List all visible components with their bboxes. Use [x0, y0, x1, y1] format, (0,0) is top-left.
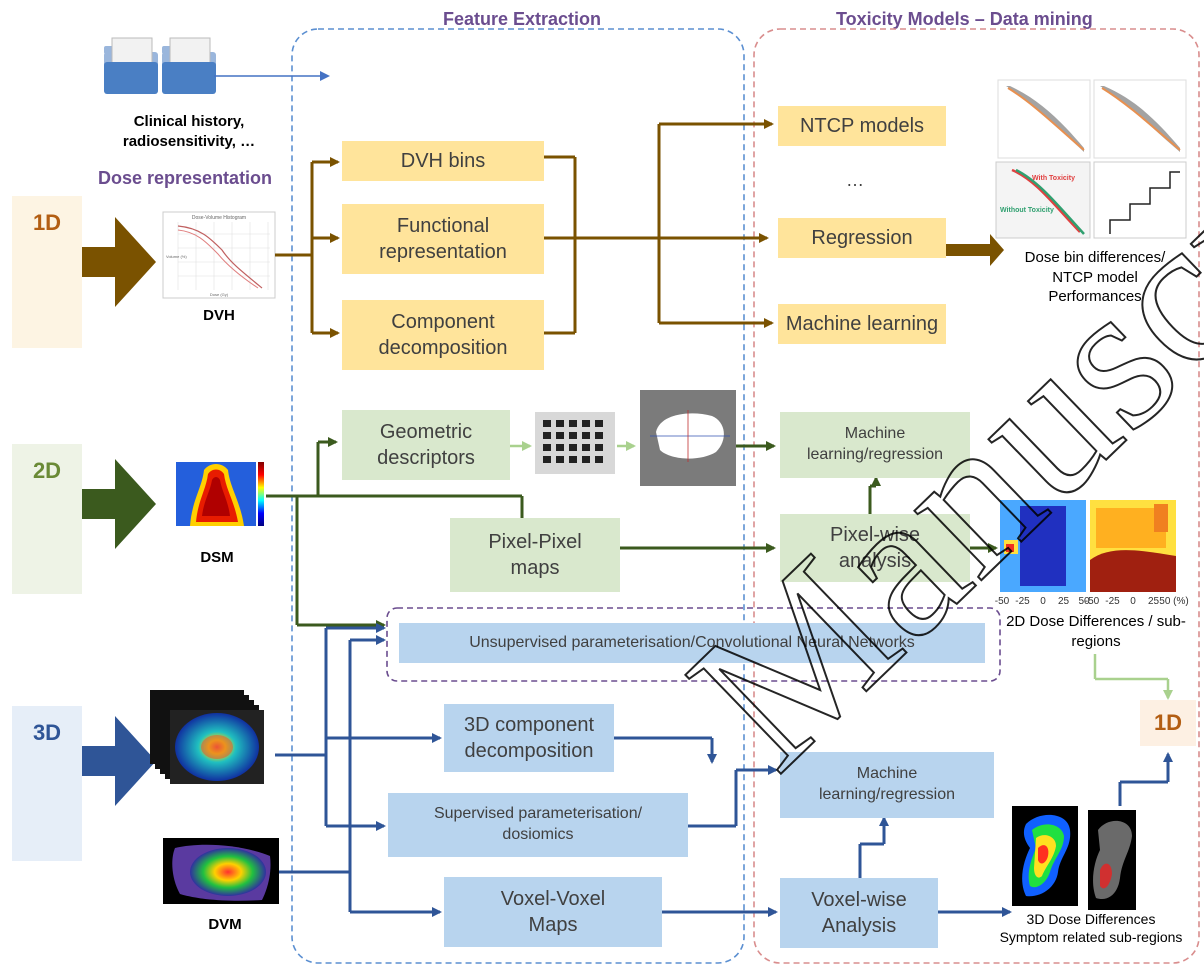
- geometric-grid-thumbnail: [535, 412, 615, 474]
- connectors-2d-light: [510, 441, 1173, 700]
- map-axis-left-tick-label: 0: [1040, 596, 1046, 607]
- ntcp-models-box: NTCP models: [778, 106, 946, 146]
- geometric-descriptors-box: Geometric descriptors: [342, 410, 510, 480]
- dose-bin-caption: Dose bin differences/ NTCP model Perform…: [1024, 249, 1166, 305]
- band-3d-label: 3D: [32, 720, 62, 745]
- clinical-caption-line2: radiosensitivity, …: [122, 132, 256, 150]
- clinical-caption: Clinical history, radiosensitivity, …: [108, 112, 270, 151]
- arrow-2d-icon: [82, 459, 156, 549]
- map-axis-right-tick-label: 25: [1148, 596, 1160, 607]
- connectors-2d: [266, 437, 998, 630]
- dvh-chart-ylabel: Volume (%): [166, 254, 187, 259]
- component-3d-box: 3D component decomposition: [444, 704, 614, 772]
- ntcp-toxicity-thumbnail: [995, 161, 1187, 239]
- regression-output-arrow-icon: [946, 234, 1004, 266]
- regression-box: Regression: [778, 218, 946, 258]
- band-3d: 3D: [12, 706, 82, 861]
- clinical-caption-line1: Clinical history,: [133, 113, 245, 130]
- dose-3d-caption-line1: 3D Dose Differences: [1026, 911, 1156, 927]
- pixel-pixel-maps-box: Pixel-Pixel maps: [450, 518, 620, 592]
- map-axis-left-tick-label: -50: [995, 596, 1010, 607]
- dose-3d-caption: 3D Dose Differences Symptom related sub-…: [986, 910, 1196, 946]
- ntcp-curves-thumbnail: [997, 79, 1187, 159]
- dose-2d-caption: 2D Dose Differences / sub-regions: [1006, 613, 1186, 650]
- folder-icon: [104, 37, 158, 94]
- dvh-label: DVH: [203, 307, 235, 324]
- folder-icon: [162, 37, 216, 94]
- machine-learning-box: Machine learning: [778, 304, 946, 344]
- map-axis-left-tick-label: -25: [1015, 596, 1030, 607]
- ml-regression-3d-box: Machine learning/regression: [780, 752, 994, 818]
- dsm-label: DSM: [200, 549, 234, 566]
- map-axis-right-tick-label: 0: [1130, 596, 1136, 607]
- dvh-chart-xlabel: Dose (Gy): [210, 292, 229, 297]
- pixel-wise-analysis-box: Pixel-wise analysis: [780, 514, 970, 582]
- ct-stack-thumbnail: [150, 690, 264, 784]
- dvm-thumbnail: [163, 838, 279, 904]
- arrow-3d-icon: [82, 716, 156, 806]
- unsupervised-box: Unsupervised parameterisation/Convolutio…: [399, 623, 985, 663]
- ellipsis-label: …: [846, 170, 864, 190]
- dose-representation-title: Dose representation: [98, 168, 273, 188]
- voxel-wise-analysis-box: Voxel-wise Analysis: [780, 878, 938, 948]
- dvh-chart-title: Dose-Volume Histogram: [192, 215, 246, 221]
- connectors-1d: [275, 119, 774, 338]
- map-axis-left-tick-label: 25: [1058, 596, 1070, 607]
- toxicity-models-title: Toxicity Models – Data mining: [836, 9, 1093, 29]
- dvm-label: DVM: [208, 916, 242, 933]
- band-2d: 2D: [12, 444, 82, 594]
- connectors-3d: [275, 623, 1173, 917]
- map-axis-right-tick-label: -25: [1105, 596, 1120, 607]
- supervised-dosiomics-box: Supervised parameterisation/ dosiomics: [388, 793, 688, 857]
- band-2d-label: 2D: [32, 458, 62, 483]
- toxicity-models-container: [753, 28, 1200, 964]
- ml-regression-2d-box: Machine learning/regression: [780, 412, 970, 478]
- component-decomposition-box: Component decomposition: [342, 300, 544, 370]
- unsupervised-container: [386, 607, 1001, 682]
- map-axis-left: -50 -25 0 25 50: [995, 596, 1090, 607]
- dsm-heatmap: [176, 462, 264, 526]
- map-axis-right-tick-label: -50: [1085, 596, 1100, 607]
- ntcp-without-label: Without Toxicity: [1000, 207, 1054, 214]
- arrow-1d-icon: [82, 217, 156, 307]
- band-1d-label: 1D: [32, 210, 62, 235]
- map-axis-left-tick-label: 50: [1078, 596, 1090, 607]
- geometric-shape-thumbnail: [640, 390, 736, 486]
- feature-extraction-title: Feature Extraction: [443, 9, 602, 29]
- functional-representation-box: Functional representation: [342, 204, 544, 274]
- dvh-bins-box: DVH bins: [342, 141, 544, 181]
- output-1d-box: 1D: [1140, 700, 1196, 746]
- ntcp-with-label: With Toxicity: [1032, 175, 1075, 182]
- voxel-voxel-maps-box: Voxel-Voxel Maps: [444, 877, 662, 947]
- dose-diff-2d-map: [1000, 500, 1176, 592]
- band-1d: 1D: [12, 196, 82, 348]
- dose-3d-caption-line2: Symptom related sub-regions: [999, 929, 1183, 946]
- map-axis-right-tick-label: 50 (%): [1159, 596, 1188, 607]
- dose-diff-3d-thumbnail: [1012, 806, 1136, 910]
